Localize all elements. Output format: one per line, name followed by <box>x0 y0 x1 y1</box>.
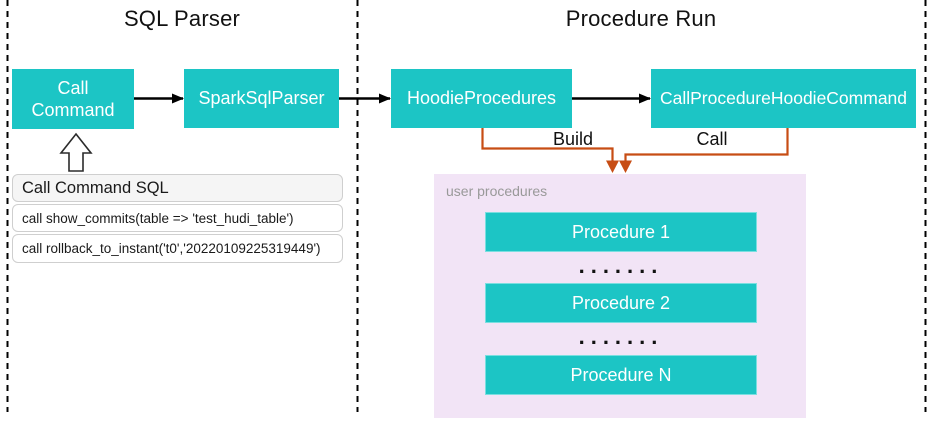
node-spark-sql-parser: SparkSqlParser <box>184 69 339 128</box>
node-call-procedure-hoodie-command: CallProcedureHoodieCommand <box>651 69 916 128</box>
node-procedure-n: Procedure N <box>485 355 757 395</box>
sql-panel-title: Call Command SQL <box>12 174 343 202</box>
edge-label-build: Build <box>552 129 594 149</box>
edge-label-call: Call <box>696 129 728 149</box>
ellipsis-row-1: ....... <box>578 253 664 278</box>
section-title-sql-parser: SQL Parser <box>123 6 241 31</box>
ellipsis-row-2: ....... <box>578 324 664 349</box>
node-procedure-1: Procedure 1 <box>485 212 757 252</box>
hollow-up-arrow <box>59 132 93 172</box>
node-procedure-2: Procedure 2 <box>485 283 757 323</box>
node-hoodie-procedures: HoodieProcedures <box>391 69 572 128</box>
call-edge-arrowhead <box>619 160 632 173</box>
node-call-command: Call Command <box>12 69 134 129</box>
sql-panel-row-show-commits: call show_commits(table => 'test_hudi_ta… <box>12 204 343 232</box>
sql-panel-row-rollback: call rollback_to_instant('t0','202201092… <box>12 234 343 263</box>
build-edge-arrowhead <box>606 160 619 173</box>
user-procedures-label: user procedures <box>446 183 548 199</box>
section-title-procedure-run: Procedure Run <box>565 6 717 31</box>
